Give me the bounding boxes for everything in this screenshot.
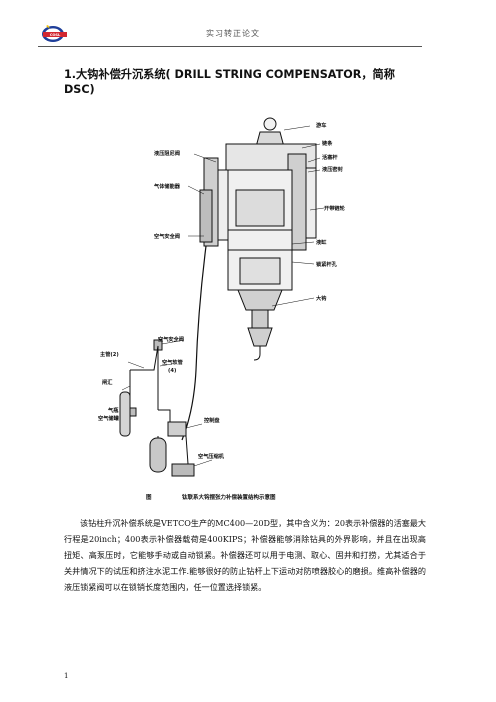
label-hook: 大钩 bbox=[316, 294, 326, 302]
label-lock-bar-hole: 锁紧杆孔 bbox=[316, 260, 338, 268]
section-heading: 1.大钩补偿升沉系统( DRILL STRING COMPENSATOR，简称 … bbox=[64, 68, 395, 96]
figure-caption: 钛联系大钩摆张力补偿装置结构示意图 bbox=[182, 495, 276, 501]
label-control-panel: 控制盘 bbox=[204, 416, 220, 424]
label-cylinder: 液缸 bbox=[316, 238, 327, 246]
label-hydraulic-seal: 液压密封 bbox=[322, 165, 344, 173]
label-air-compressor: 空气压缩机 bbox=[198, 452, 225, 460]
page-number: 1 bbox=[64, 672, 69, 680]
label-air-safety-valve-2: 空气安全阀 bbox=[158, 335, 184, 343]
label-piston-rod: 活塞杆 bbox=[322, 153, 338, 161]
svg-text:COSL: COSL bbox=[50, 33, 61, 37]
label-chain: 链条 bbox=[321, 139, 333, 147]
label-manifold: 闸汇 bbox=[102, 378, 113, 386]
label-air-hose: 空气软管 bbox=[162, 358, 183, 366]
label-air-safety-valve-1: 空气安全阀 bbox=[154, 232, 180, 240]
label-travelling-block: 游车 bbox=[316, 121, 326, 129]
header-divider bbox=[38, 46, 422, 47]
label-accumulator: 气体储能器 bbox=[153, 182, 181, 190]
company-logo-icon: COSL bbox=[42, 25, 67, 42]
label-damping-valve: 液压阻尼阀 bbox=[154, 149, 180, 157]
page-header: COSL 实习转正论文 bbox=[38, 22, 428, 48]
label-main-pipe: 主管(2) bbox=[100, 350, 119, 358]
label-hose-count: (4) bbox=[168, 368, 176, 374]
body-paragraph: 该钻柱升沉补偿系统是VETCO生产的MC400—20D型，其中含义为：20表示补… bbox=[64, 518, 426, 592]
figure-caption-prefix: 图 bbox=[146, 495, 152, 501]
compensator-diagram: 游车 链条 活塞杆 液压密封 开带链轮 液压阻尼阀 气体储能器 空气安全阀 液缸… bbox=[98, 117, 346, 477]
label-chain-sprocket: 开带链轮 bbox=[324, 204, 346, 212]
header-title: 实习转正论文 bbox=[206, 29, 260, 38]
label-air-tank: 空气储罐 bbox=[98, 414, 120, 422]
label-gas-bottle: 气瓶 bbox=[107, 406, 119, 414]
